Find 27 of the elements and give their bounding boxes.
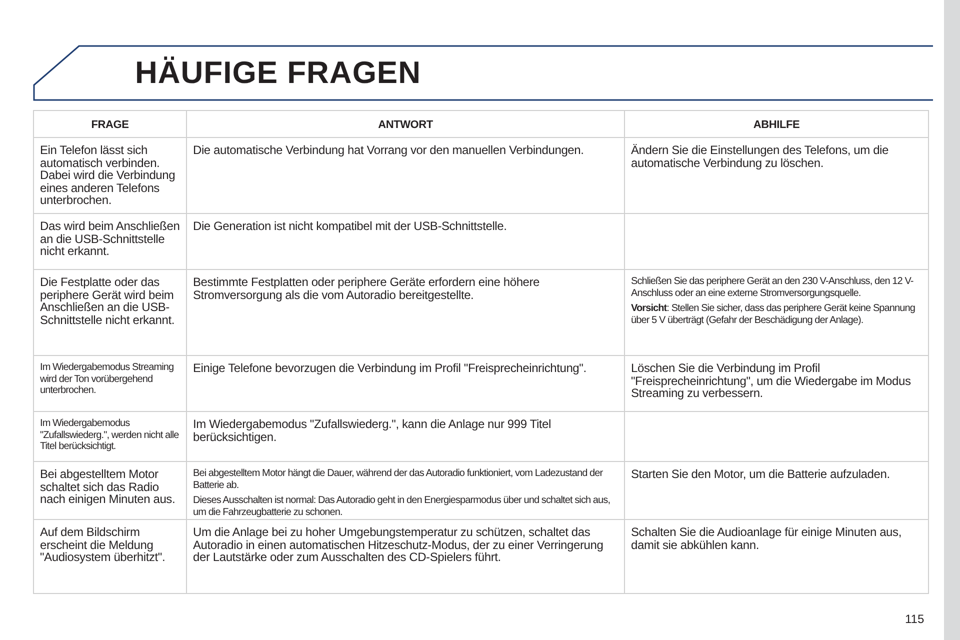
table-cell-text: Ändern Sie die Einstellungen des Telefons, um die automatische Verbindung zu löschen. xyxy=(631,144,890,169)
side-tab xyxy=(944,0,960,640)
table-cell-text: Die Festplatte oder das periphere Gerät wird beim Anschließen an die USB-Schnittstelle nicht erkannt. xyxy=(40,276,176,326)
table-cell-text: Dieses Ausschalten ist normal: Das Autoradio geht in den Energiesparmodus über und schaltet sich aus, um die Fahrzeugbatterie zu schonen. xyxy=(193,495,612,518)
page-title: HÄUFIGE FRAGEN xyxy=(135,55,421,91)
table-cell-text: Schließen Sie das periphere Gerät an den 230 V-Anschluss, den 12 V-Anschluss oder an eine externe Stromversorgungsquelle. xyxy=(631,276,914,299)
table-cell-text: Im Wiedergabemodus "Zufallswiederg.", kann die Anlage nur 999 Titel berücksichtigen. xyxy=(193,418,552,443)
table-cell-text: Bei abgestelltem Motor schaltet sich das Radio nach einigen Minuten aus. xyxy=(40,468,176,506)
table-cell-text: Bestimmte Festplatten oder periphere Geräte erfordern eine höhere Stromversorgung als die vom Autoradio bereitgestellte. xyxy=(193,276,541,301)
table-cell-text: Die automatische Verbindung hat Vorrang vor den manuellen Verbindungen. xyxy=(193,144,585,156)
column-header: ANTWORT xyxy=(377,119,434,132)
column-header: FRAGE xyxy=(90,119,130,132)
table-cell-text: Einige Telefone bevorzugen die Verbindung im Profil "Freisprecheinrichtung". xyxy=(193,362,588,374)
table-cell-text: Löschen Sie die Verbindung im Profil "Freisprecheinrichtung", um die Wiedergabe im Modus Streaming zu verbessern. xyxy=(631,362,912,400)
table-cell-text: Um die Anlage bei zu hoher Umgebungstemperatur zu schützen, schaltet das Autoradio in einen automatischen Hitzeschutz-Modus, der zu einer Verringerung der Lautstärke oder zum Ausschalten des CD-Spielers führt. xyxy=(193,526,604,564)
table-cell-text: Ein Telefon lässt sich automatisch verbinden. Dabei wird die Verbindung eines anderen Telefons unterbrochen. xyxy=(40,144,176,206)
table-cell-text: Starten Sie den Motor, um die Batterie aufzuladen. xyxy=(631,468,891,480)
table-cell-text: Vorsicht: Stellen Sie sicher, dass das periphere Gerät keine Spannung über 5 V überträgt (Gefahr der Beschädigung der Anlage). xyxy=(631,303,916,326)
table-cell-text: Das wird beim Anschließen an die USB-Schnittstelle nicht erkannt. xyxy=(40,220,180,258)
table-cell-text: Im Wiedergabemodus "Zufallswiederg.", werden nicht alle Titel berücksichtigt. xyxy=(40,418,180,452)
table-cell-text: Bei abgestelltem Motor hängt die Dauer, während der das Autoradio funktioniert, vom Ladezustand der Batterie ab. xyxy=(193,468,604,491)
table-cell-text: Die Generation ist nicht kompatibel mit der USB-Schnittstelle. xyxy=(193,220,508,232)
page-number: 115 xyxy=(905,612,924,626)
table-cell-text: Auf dem Bildschirm erscheint die Meldung "Audiosystem überhitzt". xyxy=(40,526,166,564)
table-cell-text: Schalten Sie die Audioanlage für einige Minuten aus, damit sie abkühlen kann. xyxy=(631,526,902,551)
column-header: ABHILFE xyxy=(752,119,801,132)
table-cell-text: Im Wiedergabemodus Streaming wird der Ton vorübergehend unterbrochen. xyxy=(40,362,175,396)
